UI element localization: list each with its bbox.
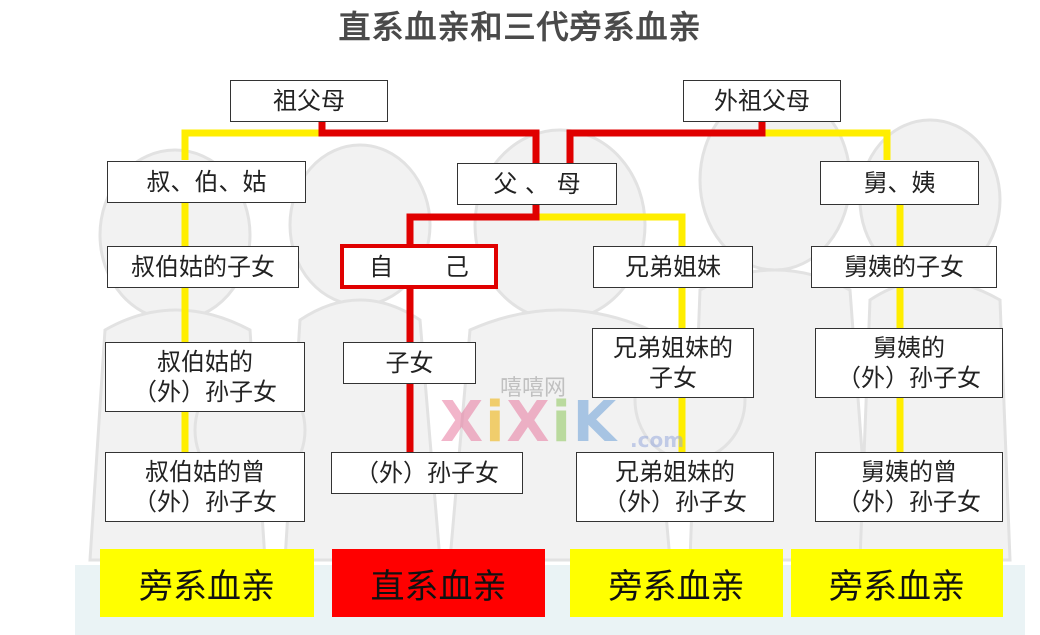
node-grandparents: 祖父母 — [230, 80, 388, 122]
node-paternal-cousins-children: 叔伯姑的 （外）孙子女 — [105, 342, 305, 412]
line-lineal-self — [406, 205, 540, 246]
node-maternal-great-grandchildren: 舅姨的曾 （外）孙子女 — [815, 452, 1003, 522]
node-paternal-great-grandchildren: 叔伯姑的曾 （外）孙子女 — [105, 452, 305, 522]
node-siblings-grandchildren: 兄弟姐妹的 （外）孙子女 — [576, 452, 774, 522]
category-collateral-3: 旁系血亲 — [791, 549, 1003, 617]
node-maternal-cousins: 舅姨的子女 — [811, 246, 997, 288]
node-siblings: 兄弟姐妹 — [593, 246, 753, 288]
node-grandchildren: （外）孙子女 — [331, 452, 523, 494]
category-collateral-1: 旁系血亲 — [100, 549, 314, 617]
watermark-suffix: .com — [630, 428, 685, 452]
line-siblings — [536, 213, 686, 246]
line-maternal-collateral — [765, 129, 891, 160]
node-self: 自 己 — [340, 244, 498, 289]
category-collateral-2: 旁系血亲 — [570, 549, 783, 617]
watermark-logo: XiXiK — [440, 390, 619, 455]
node-parents: 父 、 母 — [457, 163, 617, 205]
node-children: 子女 — [343, 342, 476, 384]
watermark: 嘻嘻网 XiXiK .com — [440, 370, 700, 460]
line-paternal-collateral — [181, 129, 320, 160]
node-maternal-grandparents: 外祖父母 — [683, 80, 841, 122]
node-maternal-cousins-children: 舅姨的 （外）孙子女 — [815, 328, 1003, 398]
watermark-top-text: 嘻嘻网 — [500, 376, 567, 401]
node-uncles-aunts-maternal: 舅、姨 — [820, 161, 979, 205]
node-paternal-cousins: 叔伯姑的子女 — [107, 246, 299, 288]
page-title: 直系血亲和三代旁系血亲 — [338, 8, 702, 46]
node-siblings-children: 兄弟姐妹的 子女 — [592, 328, 754, 398]
line-lineal-paternal — [318, 120, 540, 163]
category-lineal: 直系血亲 — [332, 549, 545, 617]
node-uncles-aunts-paternal: 叔、伯、姑 — [107, 161, 306, 203]
line-lineal-maternal — [566, 120, 766, 163]
